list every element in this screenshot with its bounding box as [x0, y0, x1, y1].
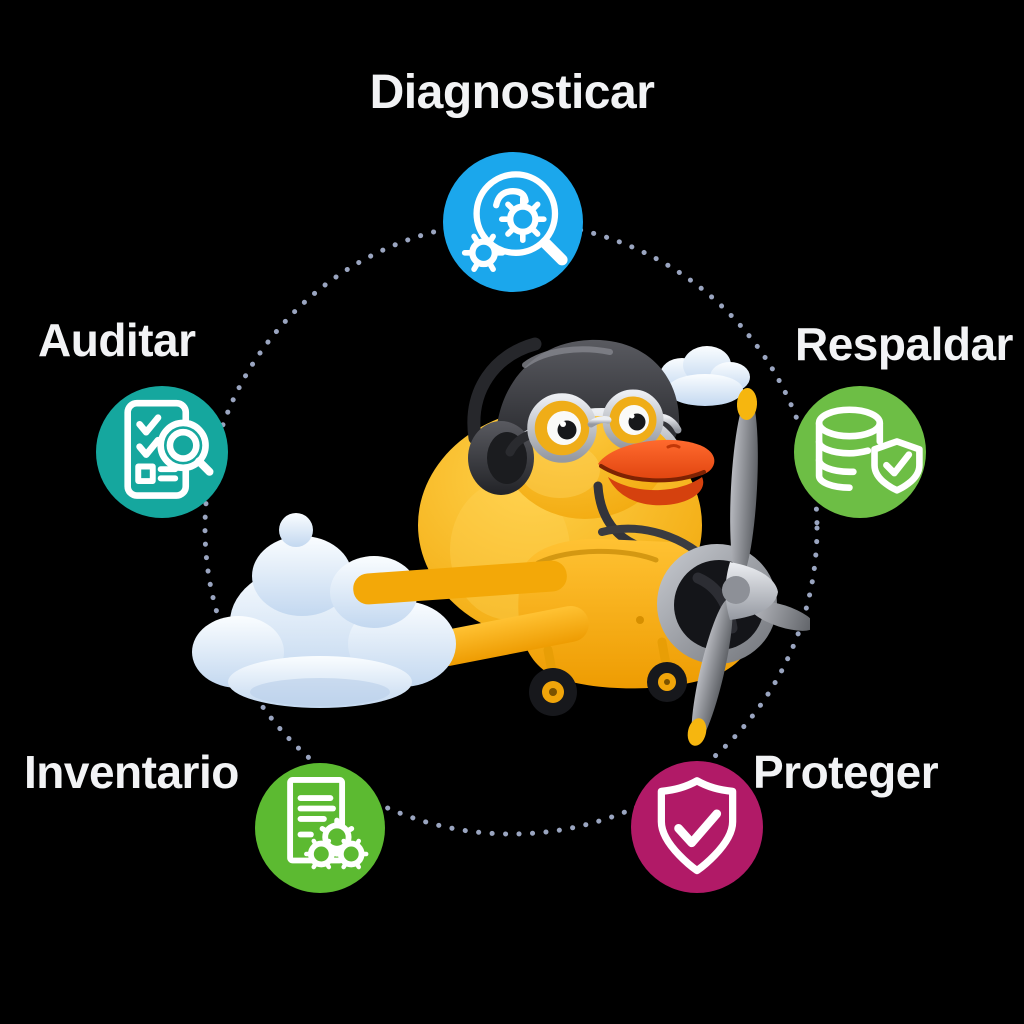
database-shield-icon — [794, 386, 926, 518]
headphone-band — [467, 337, 542, 445]
airplane-left-wing — [353, 560, 567, 605]
propeller-icon — [687, 388, 810, 746]
cloud-ball — [279, 513, 313, 547]
airplane-lower-wing — [429, 605, 589, 667]
label-respaldar: Respaldar — [795, 318, 1013, 370]
cloud-left — [192, 536, 456, 708]
node-inventario — [255, 763, 385, 893]
document-gears-icon — [255, 763, 385, 893]
duck-plane-illustration — [192, 337, 810, 746]
node-proteger — [631, 761, 763, 893]
pilot-helmet — [495, 339, 680, 462]
label-proteger: Proteger — [753, 746, 939, 798]
node-diagnosticar — [443, 152, 583, 292]
label-inventario: Inventario — [24, 746, 239, 798]
label-diagnosticar: Diagnosticar — [369, 66, 655, 119]
shield-check-icon — [631, 761, 763, 893]
magnifier-gear-icon — [443, 152, 583, 292]
node-respaldar — [794, 386, 926, 518]
checklist-magnifier-icon — [96, 386, 228, 518]
duck-bill — [598, 439, 715, 506]
landing-gear — [529, 637, 687, 716]
duck-eyes — [547, 405, 649, 445]
cloud-top-right — [660, 346, 750, 406]
headphone-earcup-icon — [468, 421, 534, 495]
node-auditar — [96, 386, 228, 518]
label-auditar: Auditar — [38, 314, 196, 366]
duck-head — [467, 337, 715, 551]
